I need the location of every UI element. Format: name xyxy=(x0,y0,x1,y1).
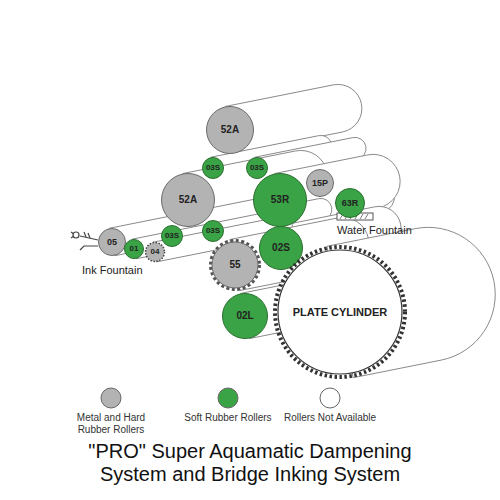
roller-number: 03S xyxy=(206,164,220,172)
roller-number: 63R xyxy=(342,199,359,208)
legend-entry: Soft Rubber Rollers xyxy=(180,387,276,424)
roller-circle: 02L xyxy=(222,293,268,339)
legend-entry: Rollers Not Available xyxy=(282,387,378,424)
roller-bodies xyxy=(109,84,495,377)
roller-number: PLATE CYLINDER xyxy=(293,307,388,318)
roller-number: 03S xyxy=(165,232,179,240)
roller-number: 03S xyxy=(250,164,264,172)
roller-number: 01 xyxy=(130,245,139,253)
ink-fountain-key xyxy=(71,232,98,250)
roller-circle: 15P xyxy=(306,169,334,197)
roller-number: 53R xyxy=(271,195,289,205)
roller-circle: 52A xyxy=(161,173,215,227)
roller-circle: 53R xyxy=(253,173,307,227)
roller-number: 52A xyxy=(221,125,239,135)
roller-circle: 55 xyxy=(209,239,261,291)
roller-circle: 03S xyxy=(202,157,224,179)
roller-number: 05 xyxy=(107,238,117,247)
roller-circle: 01 xyxy=(124,239,144,259)
roller-number: 55 xyxy=(229,260,240,270)
roller-number: 15P xyxy=(312,179,328,188)
roller-number: 02S xyxy=(272,243,290,253)
roller-number: 03S xyxy=(206,227,220,235)
roller-circle: 52A xyxy=(206,106,254,154)
caption: "PRO" Super Aquamatic Dampening System a… xyxy=(80,440,420,486)
roller-circle: 05 xyxy=(98,228,126,256)
legend-entry: Metal and Hard Rubber Rollers xyxy=(63,387,159,436)
roller-circle: 02S xyxy=(259,226,303,270)
roller-circle: PLATE CYLINDER xyxy=(273,245,407,379)
fountain-label: Water Fountain xyxy=(337,224,412,236)
legend-text: Soft Rubber Rollers xyxy=(180,412,276,424)
legend-swatch xyxy=(217,387,239,409)
roller-circle: 03S xyxy=(161,225,183,247)
legend-text: Metal and Hard Rubber Rollers xyxy=(63,412,159,436)
roller-circle: 63R xyxy=(335,188,365,218)
fountain-label: Ink Fountain xyxy=(82,264,143,276)
roller-circle: 03S xyxy=(246,157,268,179)
roller-number: 04 xyxy=(151,248,160,256)
roller-number: 02L xyxy=(236,311,253,321)
roller-number: 52A xyxy=(179,195,197,205)
legend-swatch xyxy=(100,387,122,409)
legend-swatch xyxy=(319,387,341,409)
roller-circle: 03S xyxy=(202,220,224,242)
legend-text: Rollers Not Available xyxy=(282,412,378,424)
roller-circle: 04 xyxy=(145,242,165,262)
